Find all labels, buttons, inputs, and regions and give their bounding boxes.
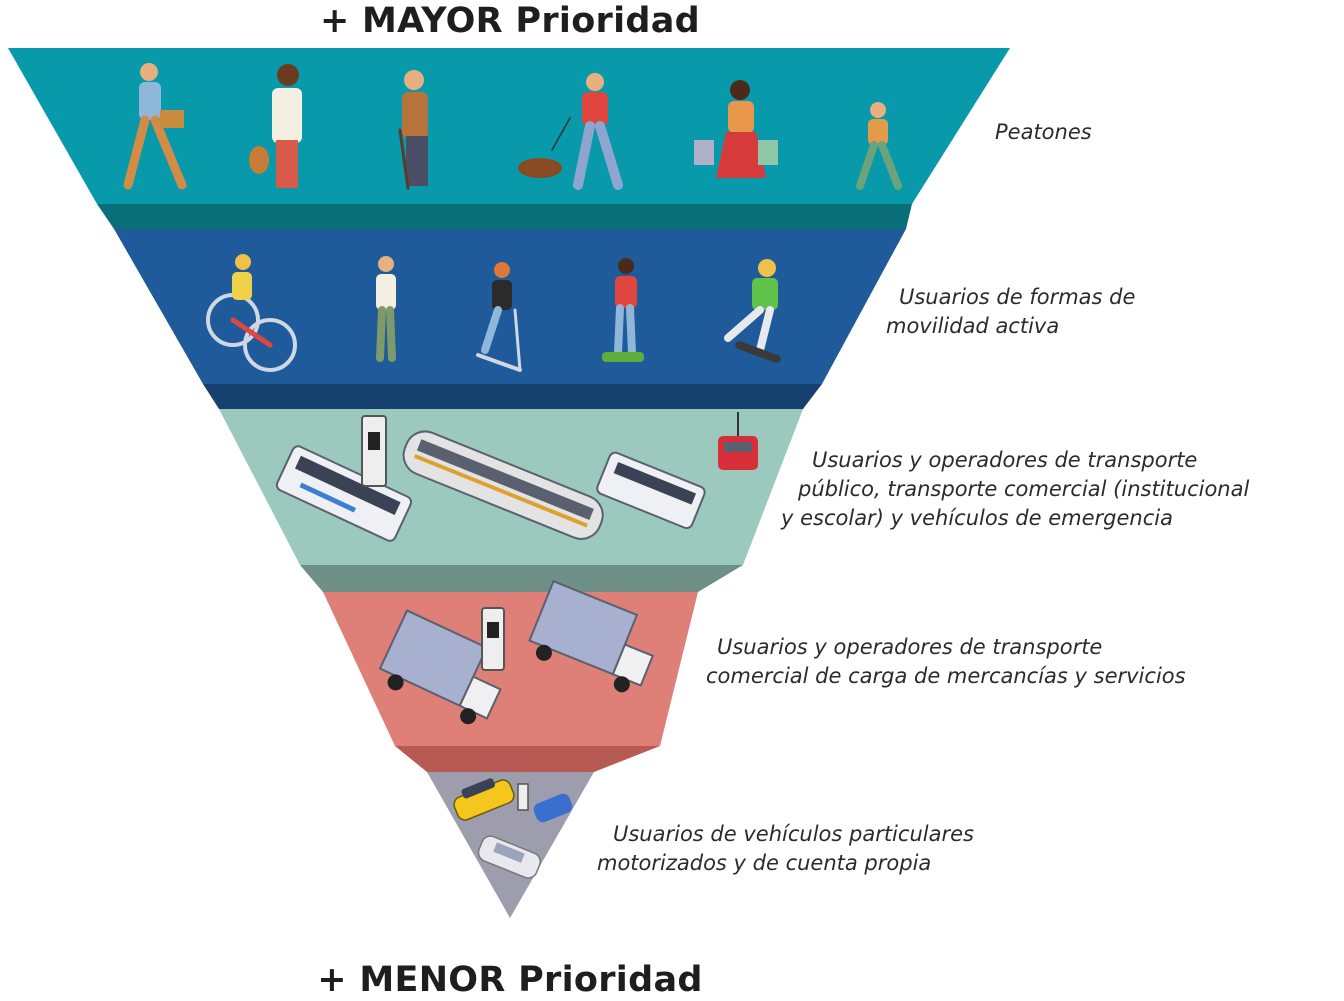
connector-4-5 — [395, 746, 660, 772]
active-mobility-figures — [206, 254, 781, 372]
label-line: Usuarios de vehículos particulares — [613, 822, 974, 846]
shopper-icon — [694, 80, 778, 178]
truck-icon-1 — [378, 609, 502, 725]
scooter-rider-icon — [476, 262, 522, 372]
public-transport-figures — [275, 412, 758, 542]
level-5-label: Usuarios de vehículos particulares motor… — [597, 820, 974, 878]
label-line: motorizados y de cuenta propia — [597, 851, 932, 875]
connector-3-4 — [300, 565, 743, 592]
connector-2-3 — [203, 384, 822, 409]
blue-car-icon — [533, 793, 573, 823]
label-line: comercial de carga de mercancías y servi… — [706, 664, 1186, 688]
woman-with-bag-icon — [249, 64, 302, 188]
charging-station-icon — [361, 415, 387, 487]
walker-active-icon — [376, 256, 396, 362]
taxi-icon — [453, 778, 515, 821]
truck-icon-2 — [528, 579, 655, 693]
level-3-label: Usuarios y operadores de transporte públ… — [781, 446, 1249, 533]
child-icon — [856, 102, 902, 190]
hoverboard-rider-icon — [602, 258, 644, 362]
school-bus-icon — [596, 451, 706, 530]
level-4-label: Usuarios y operadores de transporte come… — [706, 633, 1186, 691]
walker-icon — [123, 63, 187, 190]
level-2-label: Usuarios de formas de movilidad activa — [886, 283, 1135, 341]
bottom-priority-header: + MENOR Prioridad — [317, 960, 703, 1000]
dog-walker-icon — [518, 73, 623, 190]
label-line: Peatones — [995, 120, 1092, 144]
label-line: movilidad activa — [886, 314, 1060, 338]
white-car-icon — [477, 835, 542, 879]
bus-icon — [275, 445, 413, 542]
charging-station-icon-3 — [517, 783, 529, 811]
elderly-man-icon — [398, 70, 428, 190]
level-1-label: Peatones — [995, 118, 1092, 147]
label-line: Usuarios y operadores de transporte — [812, 448, 1198, 472]
skater-icon — [724, 259, 781, 363]
cyclist-icon — [206, 254, 297, 372]
freight-figures — [378, 579, 655, 725]
label-line: público, transporte comercial (instituci… — [798, 477, 1250, 501]
private-vehicle-figures — [453, 778, 573, 879]
cable-car-icon — [718, 412, 758, 470]
top-priority-header: + MAYOR Prioridad — [319, 1, 701, 41]
label-line: Usuarios y operadores de transporte — [717, 635, 1103, 659]
connector-1-2 — [97, 204, 912, 229]
charging-station-icon-2 — [481, 607, 505, 671]
tram-icon — [402, 430, 604, 540]
label-line: Usuarios de formas de — [899, 285, 1136, 309]
label-line: y escolar) y vehículos de emergencia — [781, 506, 1173, 530]
pedestrian-figures — [123, 63, 902, 190]
